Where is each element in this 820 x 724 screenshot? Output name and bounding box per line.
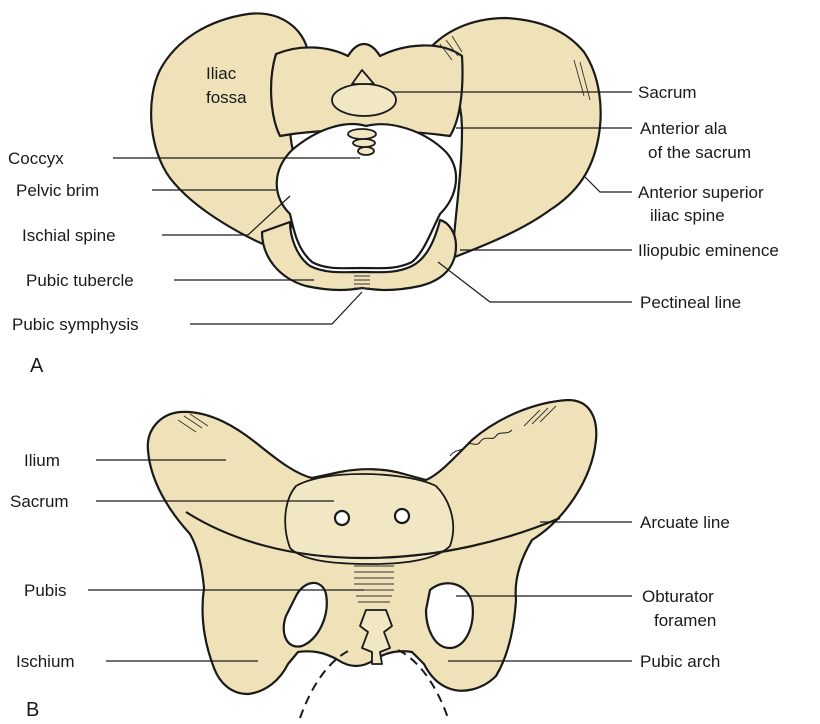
label-pubic-arch: Pubic arch bbox=[640, 652, 720, 671]
coccyx-segment-2 bbox=[353, 139, 375, 147]
panel-letter-b: B bbox=[26, 699, 39, 721]
label-ilium: Ilium bbox=[24, 451, 60, 470]
label-iliac-fossa-1: Iliac bbox=[206, 64, 237, 83]
label-iliac-fossa-2: fossa bbox=[206, 88, 247, 107]
leader-pubic-symphysis bbox=[190, 292, 362, 324]
panel-a-drawing bbox=[151, 13, 601, 290]
coccyx-segment-3 bbox=[358, 147, 374, 155]
label-sacrum-a: Sacrum bbox=[638, 83, 697, 102]
leader-pectineal bbox=[438, 262, 632, 302]
sacral-body-a bbox=[332, 84, 396, 116]
sacrum-b bbox=[285, 474, 453, 564]
label-ischium: Ischium bbox=[16, 652, 75, 671]
label-obturator-2: foramen bbox=[654, 611, 716, 630]
panel-letter-a: A bbox=[30, 355, 44, 377]
label-pubic-symphysis: Pubic symphysis bbox=[12, 315, 139, 334]
label-ischial-spine: Ischial spine bbox=[22, 226, 116, 245]
obturator-foramen-right bbox=[426, 583, 473, 648]
leader-asis bbox=[584, 176, 632, 192]
label-pubic-tubercle: Pubic tubercle bbox=[26, 271, 134, 290]
label-asis-1: Anterior superior bbox=[638, 183, 764, 202]
label-arcuate-line: Arcuate line bbox=[640, 513, 730, 532]
sacral-foramen-right bbox=[395, 509, 409, 523]
label-anterior-ala-2: of the sacrum bbox=[648, 143, 751, 162]
label-coccyx: Coccyx bbox=[8, 149, 64, 168]
label-asis-2: iliac spine bbox=[650, 206, 725, 225]
label-obturator-1: Obturator bbox=[642, 587, 714, 606]
label-anterior-ala-1: Anterior ala bbox=[640, 119, 727, 138]
label-pelvic-brim: Pelvic brim bbox=[16, 181, 99, 200]
label-sacrum-b: Sacrum bbox=[10, 492, 69, 511]
panel-b-drawing bbox=[148, 400, 596, 718]
coccyx-segment-1 bbox=[348, 129, 376, 139]
label-pubis: Pubis bbox=[24, 581, 67, 600]
sacral-foramen-left bbox=[335, 511, 349, 525]
label-pectineal-line: Pectineal line bbox=[640, 293, 741, 312]
label-iliopubic-eminence: Iliopubic eminence bbox=[638, 241, 779, 260]
